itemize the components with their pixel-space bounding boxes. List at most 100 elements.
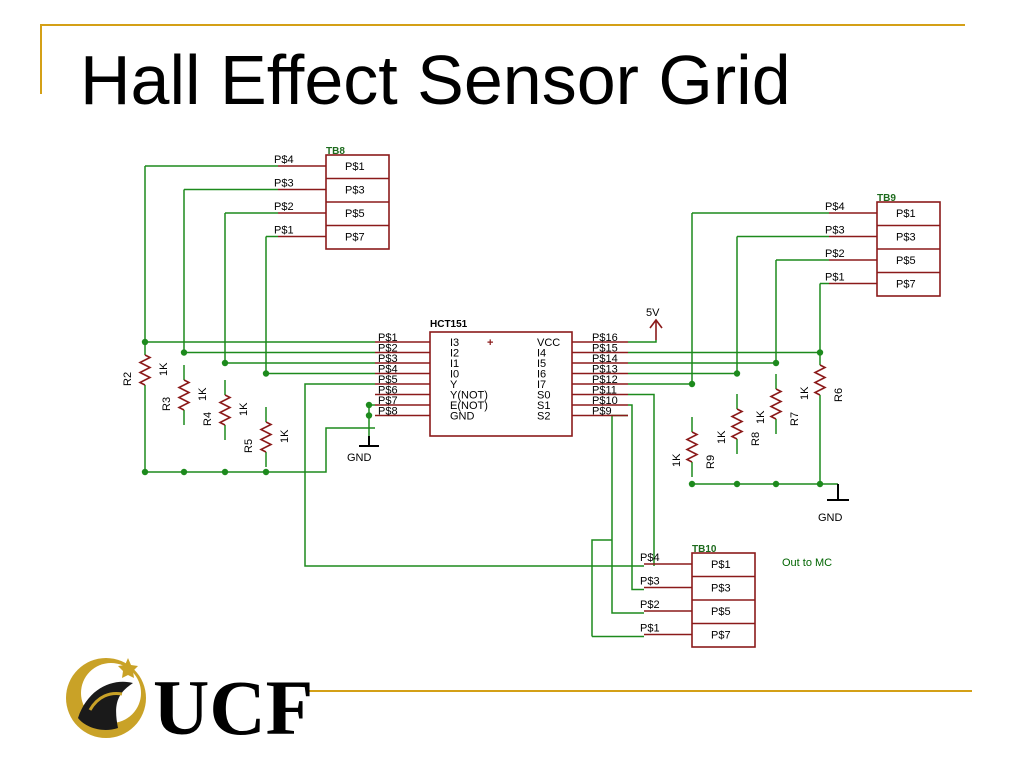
junction-dot [141,468,149,476]
chip-name: HCT151 [430,319,468,330]
ground-symbol-right: GND [818,484,849,524]
chip-pin-label: E(NOT) [450,400,488,412]
net-label: P$15 [592,343,618,355]
resistor-name: R3 [161,397,173,411]
junction-dot [262,370,270,377]
net-label: P$1 [640,623,660,635]
junction-dot [688,380,696,388]
resistor-name: R9 [705,455,717,469]
tb-pin-label: P$5 [896,255,916,267]
net-label: P$2 [274,201,294,213]
net-label: P$12 [592,374,618,386]
power-supply-5v: 5V [646,307,663,340]
resistor-name: R8 [750,432,762,446]
tb-pin-label: P$1 [345,161,365,173]
wire [628,404,644,591]
wire [628,340,657,343]
net-label: P$5 [378,374,398,386]
tb9-name: TB9 [877,193,896,204]
chip-pin-label: I3 [450,337,459,349]
junction-dot [816,349,824,356]
chip-pin-label: S1 [537,400,550,412]
junction-dot [221,468,229,476]
tb9-pins: P$1P$3P$5P$7 [829,208,940,291]
net-label: P$4 [274,154,294,166]
resistor-symbol [259,421,273,453]
tb-pin-label: P$7 [711,630,731,642]
chip-pin-label: I6 [537,369,546,381]
net-label: P$1 [274,225,294,237]
net-label: P$7 [378,395,398,407]
resistor-name: R2 [122,372,134,386]
chip-pin-label: I1 [450,358,459,370]
tb8-pins: P$1P$3P$5P$7 [278,161,389,244]
chip-pin-label: VCC [537,337,560,349]
net-label: P$16 [592,332,618,344]
resistor-value: 1K [799,386,811,400]
net-label: P$4 [825,201,845,213]
junction-dot [180,349,188,356]
resistor-symbol [177,379,191,411]
net-label: P$8 [378,406,398,418]
terminal-block-tb8: TB8 P$1P$3P$5P$7 [278,146,390,250]
resistor-name: R4 [202,412,214,426]
net-label: P$10 [592,395,618,407]
tb-pin-label: P$3 [711,583,731,595]
chip-pin-label: S2 [537,411,550,423]
net-label: P$4 [378,364,398,376]
chip-pin-label: GND [450,411,475,423]
junction-dot [221,359,229,367]
resistor-value: 1K [671,453,683,467]
junction-dot [772,359,780,367]
slide-title: Hall Effect Sensor Grid [80,41,791,119]
tb10-note: Out to MC [782,557,832,569]
tb-pin-label: P$3 [896,232,916,244]
resistor-symbol [138,354,152,386]
ucf-logo: UCF [66,658,313,748]
junction-dot [733,370,741,377]
net-label: P$4 [640,552,660,564]
net-label: P$3 [274,178,294,190]
logo-text: UCF [153,664,313,748]
net-label: P$13 [592,364,618,376]
chip-pin-label: I0 [450,369,459,381]
chip-pin-label: I5 [537,358,546,370]
tb10-pins: P$1P$3P$5P$7 [644,559,755,642]
net-label: P$3 [378,353,398,365]
junction-dot [141,338,149,346]
terminal-block-tb10: TB10 Out to MC P$1P$3P$5P$7 [644,544,832,648]
resistor-symbol [813,364,827,396]
chip-pin-label: I4 [537,348,546,360]
junction-dot [262,468,270,476]
resistor-name: R7 [789,412,801,426]
net-label: P$11 [592,385,617,397]
net-label: P$3 [825,225,845,237]
resistor-value: 1K [755,410,767,424]
resistor-name: R6 [833,388,845,402]
junction-dot [733,480,741,488]
wires [141,165,838,638]
chip-pin-label: I2 [450,348,459,360]
tb8-name: TB8 [326,146,345,157]
resistor-value: 1K [279,429,291,443]
ground-label-right: GND [818,512,843,524]
tb-pin-label: P$5 [711,606,731,618]
chip-pin1-marker: + [487,337,493,349]
wire [145,427,375,473]
wire [628,393,655,566]
resistor-symbol [218,394,232,426]
chip-pin-label: Y [450,379,458,391]
tb-pin-label: P$7 [345,232,365,244]
junction-dot [180,468,188,476]
net-label: P$2 [378,343,398,355]
tb10-name: TB10 [692,544,717,555]
tb-pin-label: P$3 [345,185,365,197]
ground-label-left: GND [347,452,372,464]
left-accent-line [40,24,42,94]
net-label: P$6 [378,385,398,397]
